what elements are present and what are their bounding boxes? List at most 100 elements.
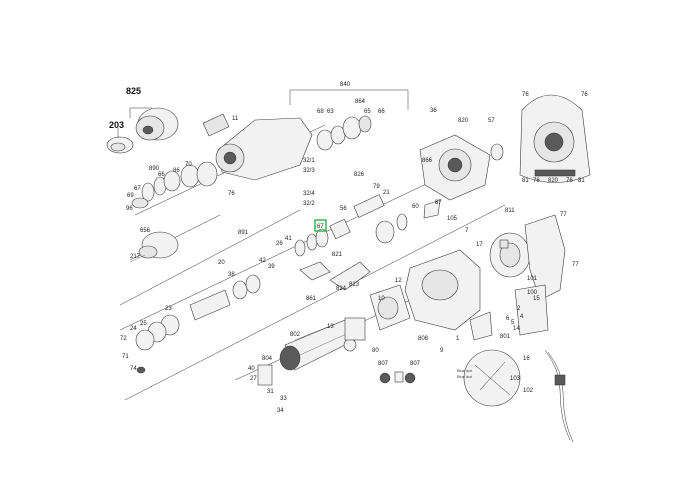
label-66b: 66 xyxy=(158,172,165,178)
label-34: 34 xyxy=(277,408,284,414)
label-203: 203 xyxy=(109,120,124,130)
label-21: 21 xyxy=(383,190,390,196)
label-38: 38 xyxy=(228,272,235,278)
label-68: 68 xyxy=(317,109,324,115)
label-16: 16 xyxy=(523,356,530,362)
label-821: 821 xyxy=(332,252,343,258)
label-25: 25 xyxy=(140,321,147,327)
label-103: 103 xyxy=(510,376,521,382)
armature xyxy=(257,317,357,386)
label-65: 65 xyxy=(364,109,371,115)
label-4: 4 xyxy=(520,314,524,320)
label-825: 825 xyxy=(126,86,141,96)
label-100: 100 xyxy=(527,290,538,296)
chuck-assembly xyxy=(106,107,179,154)
handle xyxy=(514,214,566,336)
striker-assembly xyxy=(294,194,408,291)
label-802: 802 xyxy=(290,332,301,338)
label-13: 13 xyxy=(327,324,334,330)
label-10: 10 xyxy=(378,296,385,302)
label-32-1: 32/1 xyxy=(303,158,315,164)
label-76c: 76 xyxy=(533,178,540,184)
label-101: 101 xyxy=(527,276,538,282)
label-96: 96 xyxy=(126,206,133,212)
label-2: 2 xyxy=(517,306,521,312)
label-70: 70 xyxy=(185,162,192,168)
label-32-3: 32/3 xyxy=(303,168,315,174)
label-27: 27 xyxy=(250,376,257,382)
gear-housing xyxy=(202,89,409,181)
label-77a: 77 xyxy=(560,212,567,218)
label-820: 820 xyxy=(458,118,469,124)
label-17: 17 xyxy=(476,242,483,248)
label-32-4: 32/4 xyxy=(303,191,315,197)
label-77b: 77 xyxy=(572,262,579,268)
label-32-2: 32/2 xyxy=(303,201,315,207)
label-20: 20 xyxy=(218,260,225,266)
label-81b: 81 xyxy=(578,178,585,184)
field-winding xyxy=(344,284,411,341)
part-labels: 825 203 11 840 68 63 86 4 65 66 36 820 57… xyxy=(109,82,588,414)
label-9: 9 xyxy=(440,348,444,354)
motor-housing xyxy=(404,249,493,341)
label-76e: 76 xyxy=(228,191,235,197)
label-39: 39 xyxy=(268,264,275,270)
label-811: 811 xyxy=(505,208,515,214)
label-74: 74 xyxy=(130,366,137,372)
label-823: 823 xyxy=(349,282,360,288)
wiring-detail: Blue dot Blue dot xyxy=(457,349,521,407)
label-656: 656 xyxy=(140,228,151,234)
label-105: 105 xyxy=(447,216,458,222)
label-7: 7 xyxy=(465,228,469,234)
spindle-chuck xyxy=(129,231,179,263)
label-76d: 76 xyxy=(566,178,573,184)
rear-housing xyxy=(519,94,591,183)
label-81a: 81 xyxy=(522,178,529,184)
brushes xyxy=(379,371,416,384)
label-63: 63 xyxy=(327,109,334,115)
label-14: 14 xyxy=(513,326,520,332)
label-820b: 820 xyxy=(548,178,559,184)
label-31: 31 xyxy=(267,389,274,395)
label-80: 80 xyxy=(372,348,379,354)
label-12: 12 xyxy=(395,278,402,284)
label-42: 42 xyxy=(259,258,266,264)
label-41: 41 xyxy=(285,236,292,242)
label-33: 33 xyxy=(280,396,287,402)
label-23: 23 xyxy=(165,306,172,312)
label-840: 840 xyxy=(340,82,351,88)
label-57: 57 xyxy=(488,118,495,124)
label-60: 60 xyxy=(412,204,419,210)
label-890: 890 xyxy=(149,166,160,172)
label-36: 36 xyxy=(430,108,437,114)
label-861: 861 xyxy=(306,296,317,302)
spring-stack xyxy=(131,161,218,209)
note-blue-dot-2: Blue dot xyxy=(457,374,473,379)
label-26: 26 xyxy=(276,241,283,247)
label-1: 1 xyxy=(456,336,460,342)
label-76b: 76 xyxy=(581,92,588,98)
label-801: 801 xyxy=(500,334,511,340)
highlight-label: 67 xyxy=(317,224,324,230)
label-102: 102 xyxy=(523,388,534,394)
label-891: 891 xyxy=(238,230,249,236)
label-11: 11 xyxy=(232,116,239,122)
label-71: 71 xyxy=(122,354,129,360)
label-824: 824 xyxy=(336,286,347,292)
intermediate-shaft xyxy=(135,274,261,374)
label-826: 826 xyxy=(354,172,365,178)
power-cable xyxy=(544,349,574,443)
label-217: 217 xyxy=(130,254,141,260)
label-66: 66 xyxy=(378,109,385,115)
label-72: 72 xyxy=(120,336,127,342)
label-40: 40 xyxy=(248,366,255,372)
label-86: 86 xyxy=(173,168,180,174)
label-24: 24 xyxy=(130,326,137,332)
label-87: 87 xyxy=(435,200,442,206)
bearing-group xyxy=(419,134,504,219)
label-807b: 807 xyxy=(410,361,421,367)
label-808: 808 xyxy=(418,336,429,342)
label-804: 804 xyxy=(262,356,273,362)
label-15: 15 xyxy=(533,296,540,302)
